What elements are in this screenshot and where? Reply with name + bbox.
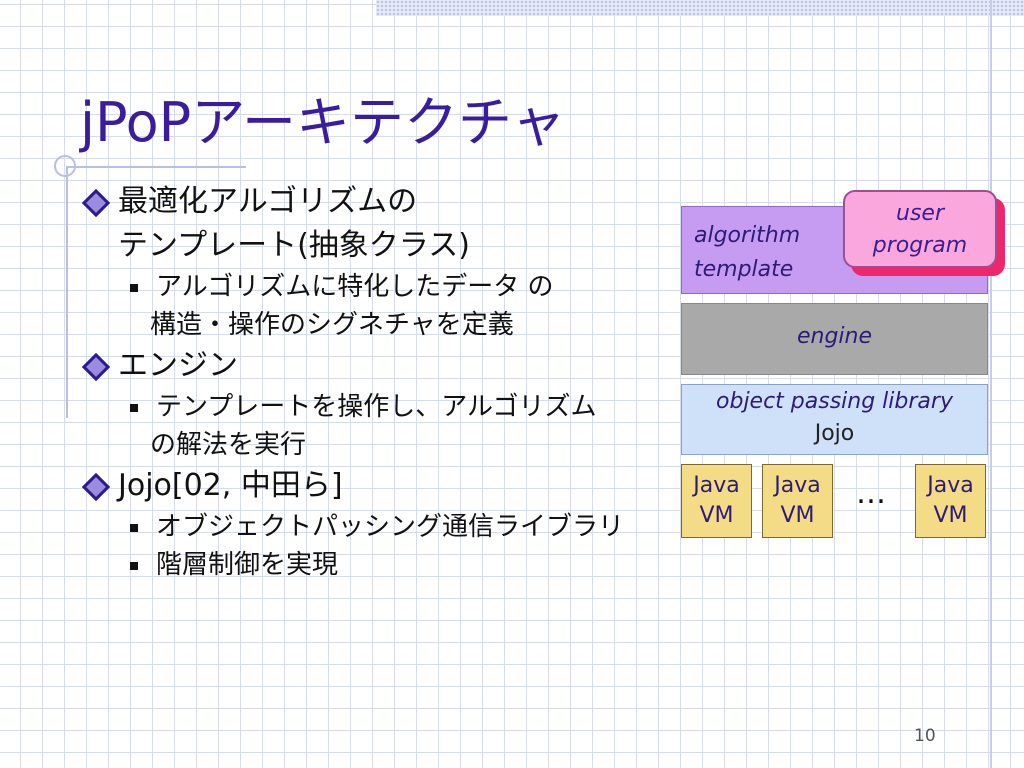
bullet-list: 最適化アルゴリズムの テンプレート(抽象クラス) アルゴリズムに特化したデータ … [80,180,692,584]
square-bullet-icon [130,284,138,292]
algorithm-template-label: template [694,257,794,282]
vm-label: VM [699,503,734,528]
sub-bullet-text: アルゴリズムに特化したデータ の [156,272,554,302]
sub-bullet: 階層制御を実現 [80,546,692,584]
library-label: object passing library [716,389,953,414]
bullet-text: Jojo[02, 中田ら] [118,468,343,503]
engine-box: engine [681,303,988,375]
sub-bullet-text: テンプレートを操作し、アルゴリズム [156,392,597,422]
square-bullet-icon [130,524,138,532]
diamond-bullet-icon [81,188,111,218]
java-vm-box: Java VM [681,464,752,538]
title-underline [66,166,246,168]
ellipsis: … [856,476,890,511]
sub-bullet: テンプレートを操作し、アルゴリズム の解法を実行 [80,388,692,464]
page-number: 10 [914,726,936,746]
slide-title: jPoPアーキテクチャ [80,91,566,154]
top-decor-band [376,0,1024,16]
sub-bullet: オブジェクトパッシング通信ライブラリ [80,508,692,546]
left-decor-rule [66,166,68,418]
bullet-text: エンジン [118,348,238,383]
algorithm-template-label: algorithm [694,223,801,248]
sub-bullet-text: 階層制御を実現 [156,550,339,580]
vm-label: Java [927,473,974,498]
bullet-text: 最適化アルゴリズムの [118,184,418,219]
square-bullet-icon [130,562,138,570]
user-program-box: user program [843,190,997,268]
sub-bullet-text: 構造・操作のシグネチャを定義 [150,310,514,340]
java-vm-box: Java VM [915,464,986,538]
bullet-jojo: Jojo[02, 中田ら] [80,464,692,508]
vm-label: VM [780,503,815,528]
user-program-label: user [896,201,944,226]
diamond-bullet-icon [81,352,111,382]
sub-bullet: アルゴリズムに特化したデータ の 構造・操作のシグネチャを定義 [80,268,692,344]
sub-bullet-text: の解法を実行 [150,430,307,460]
right-decor-line [990,0,992,768]
object-passing-library-box: object passing library Jojo [681,384,988,455]
engine-label: engine [796,324,873,349]
bullet-template: 最適化アルゴリズムの テンプレート(抽象クラス) [80,180,692,268]
vm-label: VM [933,503,968,528]
sub-bullet-text: オブジェクトパッシング通信ライブラリ [156,512,625,542]
diamond-bullet-icon [81,472,111,502]
bullet-engine: エンジン [80,344,692,388]
java-vm-box: Java VM [762,464,833,538]
user-program-label: program [872,233,968,258]
jojo-label: Jojo [814,421,855,446]
bullet-text: テンプレート(抽象クラス) [118,228,470,263]
vm-label: Java [693,473,740,498]
vm-label: Java [774,473,821,498]
square-bullet-icon [130,404,138,412]
